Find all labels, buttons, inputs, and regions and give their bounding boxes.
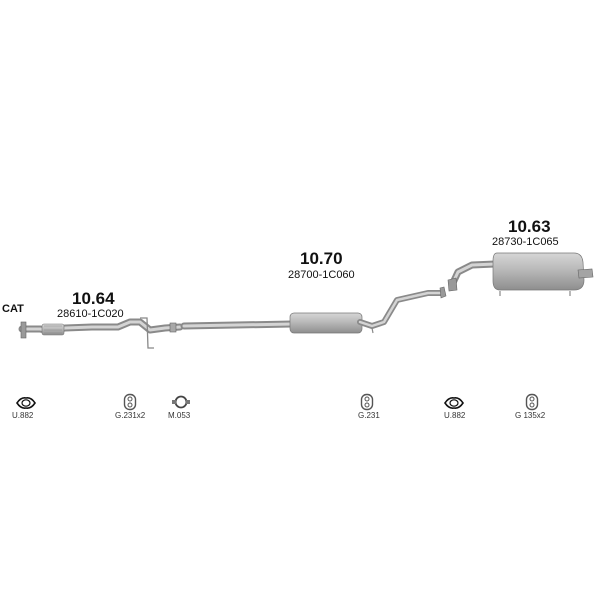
rubber-hanger-icon: [360, 393, 374, 411]
part-number-10-63: 10.63: [508, 217, 551, 236]
accessory-code-u882: U.882: [12, 411, 34, 420]
accessory-code-g135x2: G 135x2: [515, 411, 546, 420]
middle-silencer-part: [180, 286, 447, 334]
flange-gasket-icon: [16, 397, 36, 409]
rubber-hanger-icon: [123, 393, 137, 411]
rubber-hanger-icon: [525, 393, 539, 411]
cat-label: CAT: [2, 303, 24, 315]
accessory-code-g231x2: G.231x2: [115, 411, 146, 420]
oem-number-28700: 28700-1C060: [288, 269, 355, 281]
part-number-10-64: 10.64: [72, 289, 115, 308]
pipe-clamp-icon: [172, 395, 190, 409]
accessory-code-u882-2: U.882: [444, 411, 466, 420]
rear-silencer-part: [447, 252, 594, 296]
front-pipe-part: [18, 317, 184, 349]
flange-gasket-icon: [444, 397, 464, 409]
oem-number-28610: 28610-1C020: [57, 308, 124, 320]
accessory-code-m053: M.053: [168, 411, 191, 420]
part-number-10-70: 10.70: [300, 249, 343, 268]
accessory-code-g231: G.231: [358, 411, 380, 420]
oem-number-28730: 28730-1C065: [492, 236, 559, 248]
